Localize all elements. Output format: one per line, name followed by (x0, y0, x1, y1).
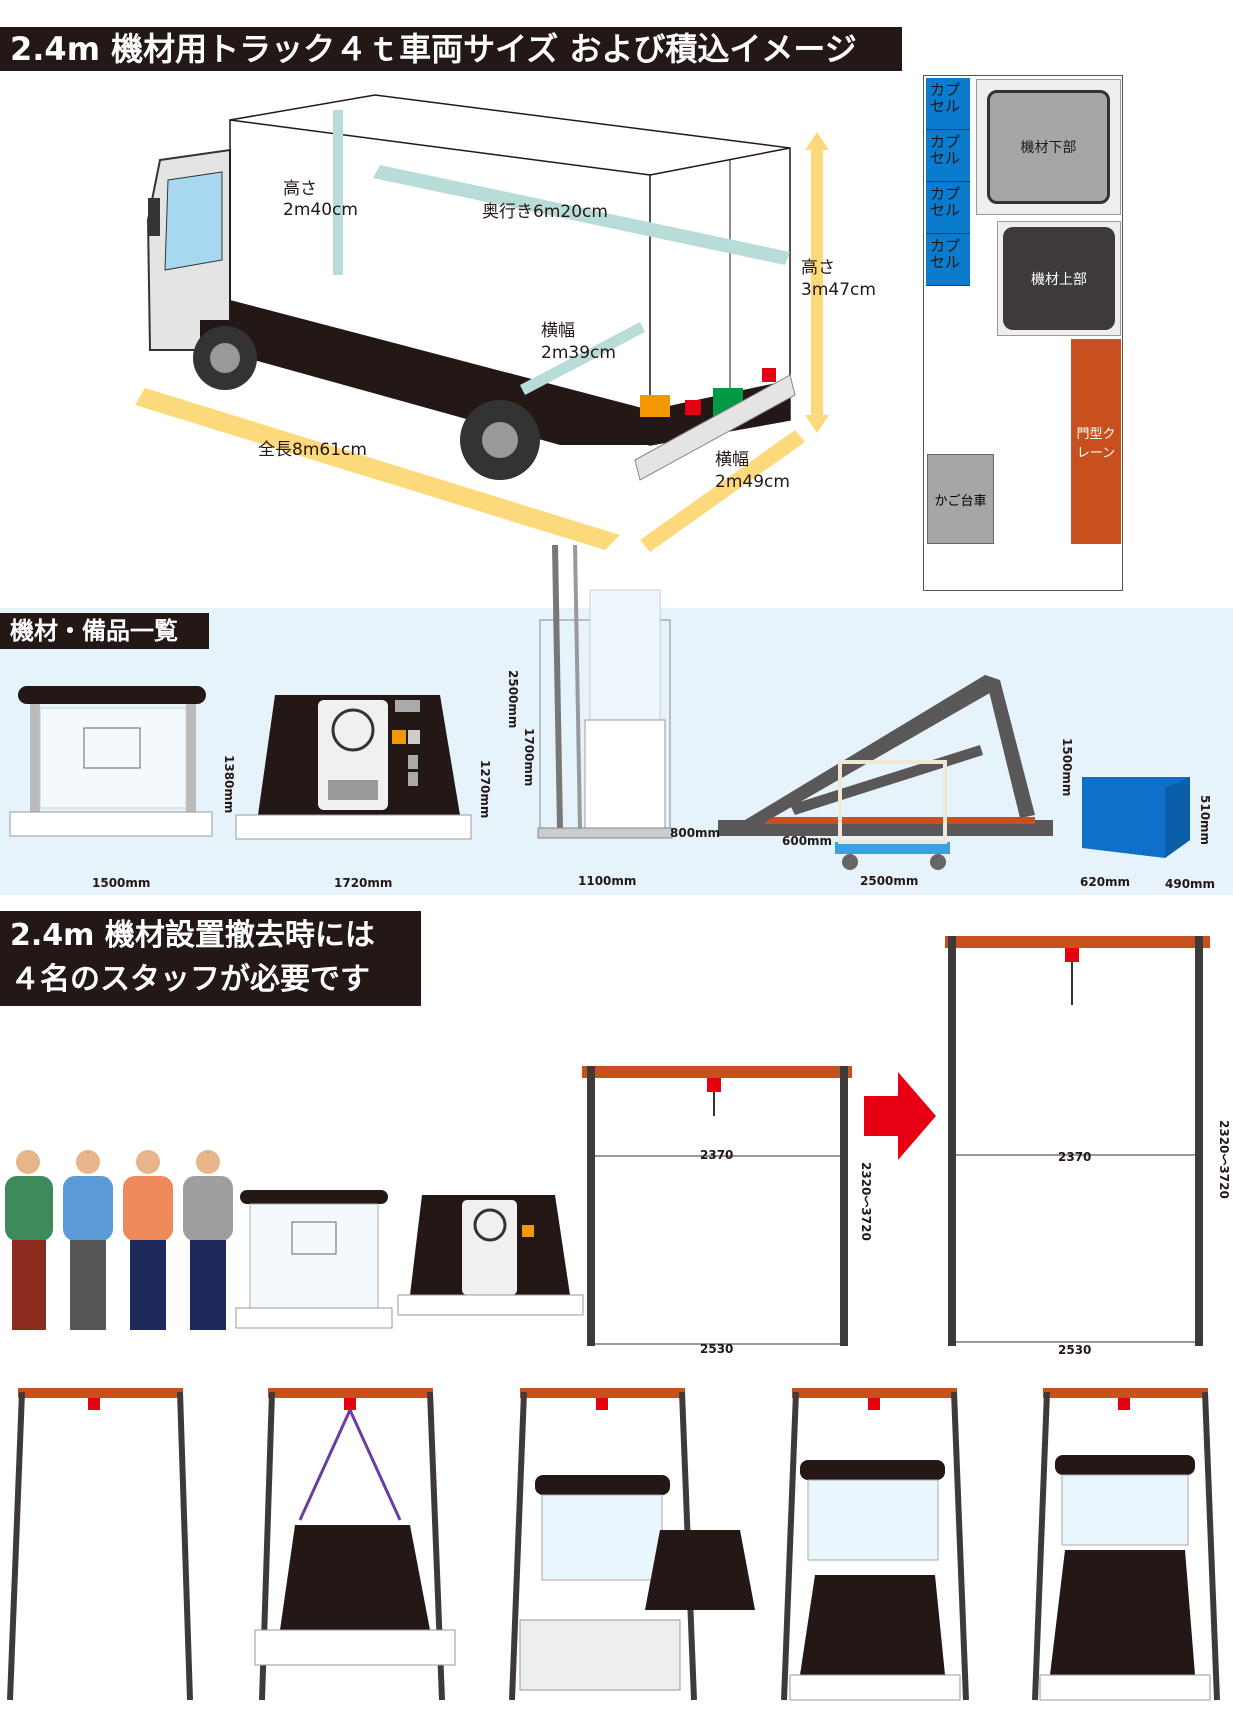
capsule-slot: カプセル (926, 130, 970, 182)
machine-upper-slot: 機材上部 (1003, 227, 1115, 330)
upper-height-dim: 1380mm (222, 755, 236, 814)
crane-low-diagram (582, 1066, 852, 1346)
capsule-box-item (1082, 777, 1190, 858)
width-total-arrow (640, 430, 805, 552)
inner-width-value: 2m39cm (541, 343, 616, 363)
staff-person (63, 1150, 113, 1330)
total-height-value: 3m47cm (801, 280, 876, 300)
truck-illustration (135, 94, 829, 552)
capsule-slot: カプセル (926, 182, 970, 234)
lower-width-dim: 1720mm (334, 876, 393, 890)
high-inner-width: 2370 (1058, 1150, 1092, 1164)
inner-width-label: 横幅 (541, 321, 575, 341)
depth-label: 奥行き6m20cm (482, 202, 608, 222)
depth-arrow (373, 165, 790, 265)
machine-lower-small (397, 1195, 584, 1316)
machine-upper-small (235, 1190, 393, 1329)
low-height: 2320〜3720 (859, 1162, 873, 1241)
step-1-crane (7, 1388, 193, 1701)
capsule-slot: カプセル (926, 234, 970, 286)
truck-floor-plan: カプセル カプセル カプセル カプセル 機材下部 機材上部 門型クレーン かご台… (923, 75, 1123, 591)
capsule-slot: カプセル (926, 78, 970, 130)
cart-total-height-dim: 2500mm (506, 670, 520, 729)
step-5-crane (1032, 1388, 1220, 1701)
cart-slot: かご台車 (927, 454, 994, 544)
total-height-label: 高さ (801, 258, 835, 278)
crane-slot: 門型クレーン (1071, 339, 1121, 544)
equipment-illustrations (9, 544, 1190, 870)
step-4-crane (781, 1388, 969, 1701)
height-total-arrow (811, 150, 823, 415)
total-width-label: 横幅 (715, 450, 749, 470)
staff-notice-line1: 2.4m 機材設置撤去時には (10, 918, 375, 953)
cage-cart-item (537, 544, 673, 839)
folded-crane-item (718, 675, 1053, 870)
cart-cage-height-dim: 1700mm (522, 728, 536, 787)
staff-person (5, 1150, 53, 1330)
capsule-height-dim: 510mm (1198, 795, 1212, 846)
staff-notice-line2: ４名のスタッフが必要です (10, 962, 370, 997)
crane-width-dim: 2500mm (860, 874, 919, 888)
cart-depth-dim: 800mm (670, 826, 721, 840)
high-outer-width: 2530 (1058, 1343, 1092, 1357)
width-inner-arrow (520, 322, 645, 395)
step-3-crane (509, 1388, 755, 1701)
crane-cart-dim: 600mm (782, 834, 833, 848)
crane-height-dim: 1500mm (1060, 738, 1074, 797)
inner-height-value: 2m40cm (283, 200, 358, 220)
step-2-crane (254, 1388, 456, 1701)
upper-width-dim: 1500mm (92, 876, 151, 890)
total-width-value: 2m49cm (715, 472, 790, 492)
length-arrow (135, 388, 620, 550)
staff-illustration (5, 1150, 584, 1330)
inner-height-label: 高さ (283, 179, 317, 199)
cart-width-dim: 1100mm (578, 874, 637, 888)
high-height: 2320〜3720 (1217, 1120, 1231, 1199)
extend-arrow-icon (864, 1072, 936, 1160)
height-inner-arrow (333, 110, 343, 275)
low-inner-width: 2370 (700, 1148, 734, 1162)
machine-lower-item (235, 695, 472, 840)
staff-person (183, 1150, 233, 1330)
capsule-width-dim: 620mm (1080, 875, 1131, 889)
length-label: 全長8m61cm (258, 440, 367, 460)
equipment-section-title: 機材・備品一覧 (0, 613, 209, 649)
page-title: 2.4m 機材用トラック４ｔ車両サイズ および積込イメージ (0, 27, 902, 71)
staff-notice: 2.4m 機材設置撤去時には ４名のスタッフが必要です (0, 911, 421, 1006)
machine-lower-slot: 機材下部 (987, 90, 1110, 204)
staff-person (123, 1150, 173, 1330)
capsule-depth-dim: 490mm (1165, 877, 1216, 891)
low-outer-width: 2530 (700, 1342, 734, 1356)
crane-high-diagram (945, 936, 1210, 1346)
installation-sequence (7, 1388, 1220, 1701)
machine-upper-item (9, 686, 213, 837)
truck-windshield (164, 171, 223, 271)
lower-height-dim: 1270mm (478, 760, 492, 819)
